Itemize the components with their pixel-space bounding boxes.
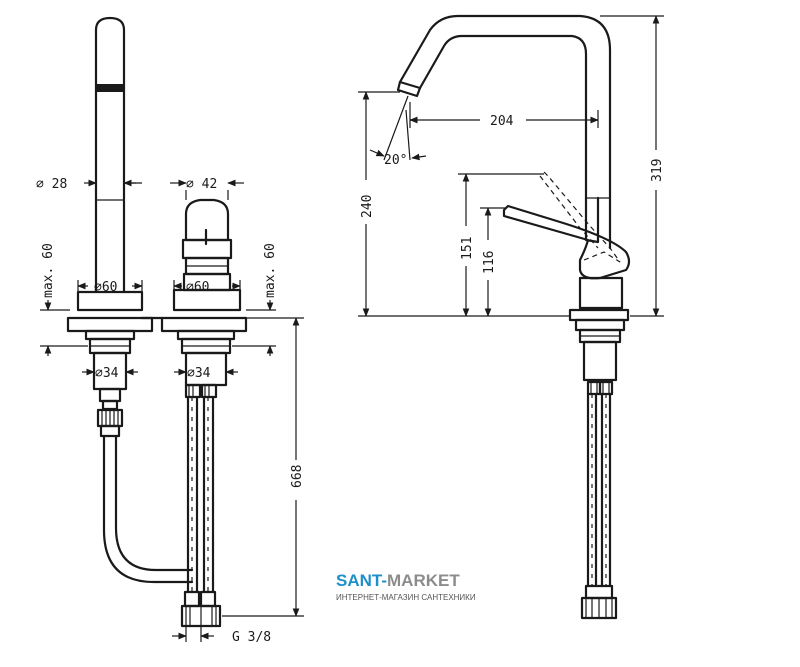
flexible-hose (102, 434, 194, 584)
aerator-slot (97, 84, 123, 92)
lever-closed (502, 204, 631, 280)
base-rosette (568, 308, 630, 322)
side-view-unit (396, 14, 631, 620)
svg-text:SANT-MARKET: SANT-MARKET (336, 571, 460, 590)
side-pipe-1 (586, 392, 598, 588)
dim-d34-mid: ∅34 (187, 366, 211, 381)
spout-tube (94, 16, 126, 294)
dim-151: 151 (460, 237, 475, 260)
brand-part1: SANT- (336, 571, 387, 590)
rosette-left (76, 290, 144, 312)
dim-max60-mid: max. 60 (263, 243, 278, 298)
handle-unit (150, 198, 248, 628)
dim-d60-left: ∅60 (94, 280, 117, 295)
dim-max60-left: max. 60 (41, 243, 56, 298)
dim-240: 240 (360, 195, 375, 218)
brand-part2: MARKET (387, 571, 460, 590)
spout-arc (398, 14, 612, 200)
dim-116: 116 (482, 251, 497, 274)
mounting-plate-mid (160, 316, 248, 333)
control-knob (184, 198, 230, 242)
side-pipe-2 (600, 392, 612, 588)
nozzle (396, 80, 422, 98)
dim-d28: ∅ 28 (36, 177, 67, 192)
rosette-mid (172, 288, 242, 312)
supply-pipe-1 (186, 395, 199, 594)
dim-g38: G 3/8 (232, 630, 271, 645)
dim-d42: ∅ 42 (186, 177, 217, 192)
brand-tagline: ИНТЕРНЕТ-МАГАЗИН САНТЕХНИКИ (336, 593, 476, 602)
left-dimensions: ∅ 28 ∅ 42 ∅60 ∅60 max. 60 max. 60 ∅3 (36, 177, 305, 645)
dim-d34-left: ∅34 (95, 366, 119, 381)
right-dimensions: 204 319 240 151 116 20° (358, 15, 665, 317)
dim-204: 204 (490, 114, 514, 129)
watermark-logo: SANT-MARKET ИНТЕРНЕТ-МАГАЗИН САНТЕХНИКИ (336, 571, 476, 602)
dim-668: 668 (290, 465, 305, 488)
supply-pipe-2 (202, 395, 215, 594)
dim-angle-20: 20° (384, 153, 407, 168)
dim-319: 319 (650, 159, 665, 182)
dim-d60-mid: ∅60 (186, 280, 209, 295)
lever-open (539, 171, 621, 263)
mounting-plate-left (66, 316, 154, 333)
